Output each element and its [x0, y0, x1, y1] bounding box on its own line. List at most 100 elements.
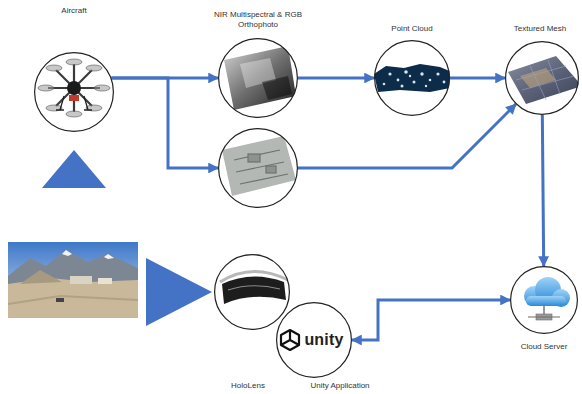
circle-ground [510, 266, 578, 334]
process-circle: Cloud Server [510, 266, 578, 334]
process-circle: NIR Multispectral & RGB Orthophoto [218, 38, 298, 118]
photo-snow [104, 254, 114, 259]
hololens-visor [222, 276, 286, 304]
point-cloud-dots [383, 70, 446, 87]
node-label: HoloLens [223, 381, 273, 391]
flow-arrow [111, 78, 218, 168]
circle-outline [511, 267, 578, 334]
site-photo [8, 242, 138, 318]
circle-ground [218, 38, 298, 118]
unity-logo [281, 330, 299, 350]
circle-outline [219, 39, 298, 118]
circle-outline [506, 42, 579, 115]
circle-outline-layer [218, 128, 298, 208]
unity-logo [281, 330, 299, 345]
point-cloud-band [374, 64, 452, 92]
circle-outline [219, 129, 298, 208]
textured-mesh-icon [508, 56, 582, 104]
unity-logo [281, 330, 299, 350]
circle-outline [277, 303, 352, 378]
node-label: Aircraft [39, 6, 109, 16]
flow-arrow [352, 300, 510, 340]
circle-outline-layer [34, 52, 114, 132]
circle-outline-layer [510, 266, 578, 334]
cloud-shape [524, 277, 570, 307]
orthophoto-features [266, 166, 276, 173]
circle-outline-layer [218, 38, 298, 118]
circle-ground [34, 52, 114, 132]
drone-icon [38, 59, 110, 117]
camera-view-triangle [42, 150, 106, 188]
orthophoto-dem-icon [224, 46, 296, 110]
node-label: Textured Mesh [503, 24, 577, 34]
mesh-wires [516, 60, 574, 100]
circle-outline [375, 41, 450, 116]
point-cloud-dots [404, 70, 408, 74]
point-cloud-icon [372, 40, 452, 116]
flow-arrow [298, 77, 374, 80]
photo-building [70, 276, 92, 284]
drone-rotors [38, 59, 110, 117]
photo-building [98, 278, 112, 284]
process-circle: unityUnity Application [276, 302, 352, 378]
circle-ground [218, 128, 298, 208]
photo-snow [62, 250, 72, 256]
point-cloud-dots [425, 85, 427, 87]
orthophoto-icon [222, 136, 296, 196]
node-label: Cloud Server [509, 342, 579, 352]
label-slot: Aircraft [39, 6, 109, 16]
drone-rotors [66, 59, 82, 65]
point-cloud-dots [420, 72, 423, 75]
drone-body [67, 81, 81, 95]
drone-rotors [94, 85, 110, 91]
cloud-shape [526, 296, 566, 306]
server-line [528, 317, 560, 318]
view-triangle [146, 258, 212, 326]
flow-arrow [298, 104, 516, 168]
hololens-band [220, 271, 288, 282]
point-cloud-dots [413, 81, 416, 84]
point-cloud-dots [401, 85, 404, 88]
orthophoto-features [248, 154, 260, 162]
logo-text: unity [297, 330, 351, 350]
node-label: NIR Multispectral & RGB Orthophoto [203, 10, 313, 30]
process-circle: HoloLens [214, 254, 290, 330]
label-slot: Point Cloud [372, 24, 452, 34]
point-cloud-dots [409, 75, 411, 77]
circle-outline-layer [214, 254, 290, 330]
process-circle: Point Cloud [374, 40, 450, 116]
orthophoto-image [222, 136, 296, 196]
server-wire [543, 306, 545, 314]
orthophoto-features [234, 150, 288, 184]
drone-gear [56, 96, 92, 110]
dem-image [224, 46, 296, 110]
flow-arrow [450, 77, 505, 80]
circle-ground [276, 302, 352, 378]
point-cloud-dots [429, 79, 432, 82]
drone-camera [69, 95, 79, 101]
cloud-server-icon [524, 277, 570, 320]
orthophoto-features [234, 150, 288, 184]
node-label: Unity Application [300, 381, 380, 391]
drone-rotors [66, 111, 82, 117]
mesh-surface [508, 56, 582, 104]
photo-sky [8, 242, 138, 318]
photo-pile [20, 270, 62, 284]
circle-outline-layer [505, 41, 579, 115]
point-cloud-dots [443, 81, 446, 84]
drone-rotors [46, 65, 62, 71]
mesh-texture [520, 68, 556, 88]
circle-ground [214, 254, 290, 330]
label-slot: unity [297, 330, 351, 350]
point-cloud-ground [372, 40, 452, 116]
process-circle: Aircraft [34, 52, 114, 132]
hololens-icon [220, 271, 288, 304]
label-slot: NIR Multispectral & RGB Orthophoto [203, 10, 313, 30]
label-slot: Textured Mesh [503, 24, 577, 34]
photo-road [8, 296, 138, 304]
label-slot: Cloud Server [509, 342, 579, 352]
process-circle [218, 128, 298, 208]
